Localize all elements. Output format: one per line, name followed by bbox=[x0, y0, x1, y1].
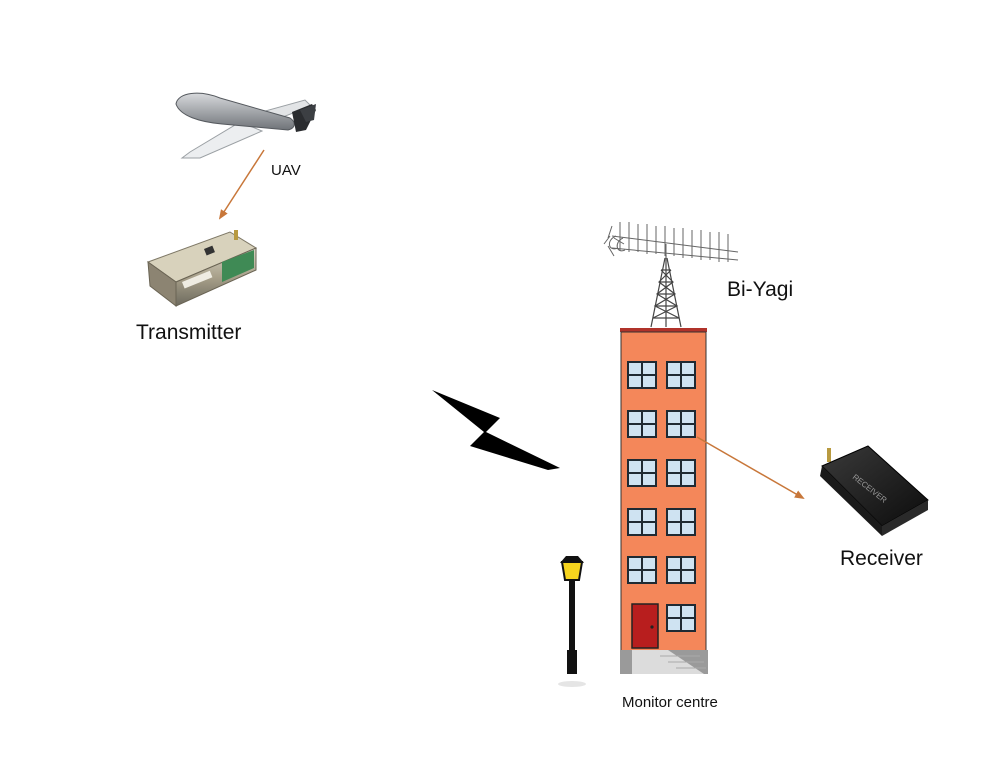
antenna-label: Bi-Yagi bbox=[727, 278, 794, 301]
receiver-label: Receiver bbox=[840, 547, 923, 570]
transmitter-label: Transmitter bbox=[136, 321, 242, 344]
lattice-tower-icon bbox=[650, 255, 682, 328]
street-lamp-icon bbox=[558, 556, 586, 687]
monitor-centre-label: Monitor centre bbox=[622, 694, 718, 711]
yagi-antenna-icon bbox=[603, 222, 739, 262]
uav-label: UAV bbox=[271, 162, 301, 179]
building-to-receiver-arrow bbox=[696, 436, 805, 499]
lightning-bolt-icon bbox=[432, 390, 560, 470]
uav-to-transmitter-arrow bbox=[218, 149, 265, 220]
building-icon bbox=[620, 328, 708, 674]
uav-drone-icon bbox=[175, 92, 316, 159]
receiver-box-icon: RECEIVER bbox=[820, 445, 929, 536]
transmitter-box-icon bbox=[146, 230, 258, 308]
